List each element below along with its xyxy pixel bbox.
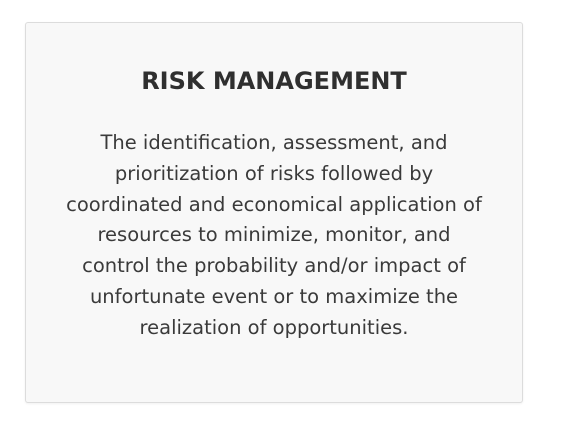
- card-description: The identification, assessment, and prio…: [66, 131, 482, 339]
- card-title: RISK MANAGEMENT: [141, 67, 407, 95]
- risk-management-card: RISK MANAGEMENT The identification, asse…: [25, 22, 523, 403]
